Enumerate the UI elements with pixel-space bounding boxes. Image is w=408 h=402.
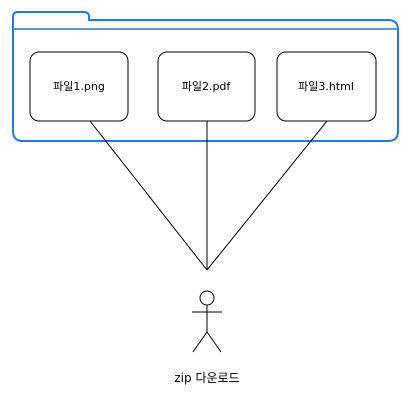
file-box-3[interactable]: 파일3.html xyxy=(276,51,377,122)
actor-head xyxy=(199,290,215,306)
file-label-3: 파일3.html xyxy=(298,79,354,93)
connector-line-file3 xyxy=(206,120,328,271)
file-box-1-rect xyxy=(29,51,129,122)
file-box-3-rect xyxy=(276,51,377,122)
file-box-2[interactable]: 파일2.pdf xyxy=(157,51,256,122)
actor-right-leg xyxy=(206,331,222,353)
file-box-2-rect xyxy=(157,51,256,122)
file-box-1[interactable]: 파일1.png xyxy=(29,51,129,122)
stick-figure-icon xyxy=(192,290,222,353)
actor-left-leg xyxy=(192,331,208,353)
file-label-2: 파일2.pdf xyxy=(182,79,232,93)
actor-label: zip 다운로드 xyxy=(174,371,239,385)
connector-line-file1 xyxy=(89,120,208,271)
file-label-1: 파일1.png xyxy=(53,79,105,93)
